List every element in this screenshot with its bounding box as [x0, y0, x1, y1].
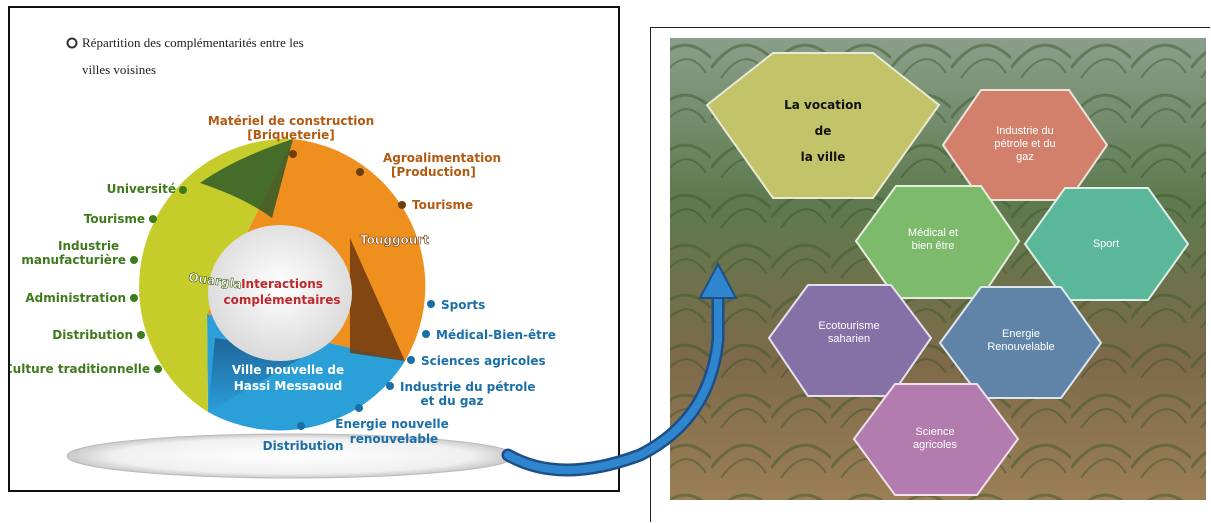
- hassi-item-4: Industrie du pétrole: [400, 380, 536, 394]
- header-bullet-icon: [66, 37, 78, 49]
- hassi-item-4b: et du gaz: [420, 394, 483, 408]
- hex-ecotourisme-line-1: Ecotourisme: [818, 320, 879, 332]
- hassi-item-5b: renouvelable: [350, 432, 438, 446]
- center-circle: [208, 225, 352, 361]
- ouargla-item-4: Administration: [25, 291, 126, 305]
- hassi-dot-2: [422, 330, 430, 338]
- hassi-dot-6: [297, 422, 305, 430]
- hassi-dot-4: [386, 382, 394, 390]
- ouargla-fold: [200, 139, 293, 218]
- header-line-1: Répartition des complémentarités entre l…: [82, 35, 304, 50]
- hex-vocation-line-3: la ville: [801, 150, 846, 164]
- center-label-2: complémentaires: [223, 293, 340, 307]
- ouargla-dot-2: [149, 215, 157, 223]
- touggourt-item-1b: [Briqueterie]: [247, 128, 334, 142]
- hex-industrie-line-3: gaz: [1016, 151, 1034, 163]
- hassi-label-1: Ville nouvelle de: [232, 363, 344, 377]
- hassi-item-6: Distribution: [263, 439, 344, 453]
- hexagon-ecotourisme: [767, 284, 933, 397]
- hassi-item-3: Sciences agricoles: [421, 354, 546, 368]
- ouargla-item-3b: manufacturière: [21, 253, 126, 267]
- right-diagram-panel: La vocation de la ville Industrie du pét…: [650, 27, 1210, 522]
- hex-science-line-1: Science: [915, 426, 954, 438]
- header-line-2: villes voisines: [82, 62, 156, 77]
- ouargla-item-1: Université: [107, 182, 176, 196]
- ouargla-item-5: Distribution: [52, 328, 133, 342]
- touggourt-item-2b: [Production]: [391, 165, 476, 179]
- hexagon-science: [852, 383, 1020, 496]
- hassi-label-2: Hassi Messaoud: [234, 379, 343, 393]
- touggourt-dot-1: [289, 150, 297, 158]
- ouargla-item-6: Culture traditionnelle: [10, 362, 150, 376]
- hexagon-vocation: [705, 52, 941, 199]
- hex-medical-line-1: Médical et: [908, 227, 958, 239]
- touggourt-label: Touggourt: [360, 233, 429, 247]
- ouargla-dot-6: [154, 365, 162, 373]
- hex-medical-line-2: bien être: [912, 240, 955, 252]
- complementarity-diagram: Répartition des complémentarités entre l…: [10, 35, 556, 479]
- hex-vocation-line-1: La vocation: [784, 98, 862, 112]
- hex-energie-line-2: Renouvelable: [987, 341, 1054, 353]
- hex-industrie-line-2: pétrole et du: [994, 138, 1055, 150]
- hex-sport-line-1: Sport: [1093, 238, 1119, 250]
- hassi-dot-1: [427, 300, 435, 308]
- hex-industrie-line-1: Industrie du: [996, 125, 1053, 137]
- touggourt-dot-2: [356, 168, 364, 176]
- hex-science-line-2: agricoles: [913, 439, 958, 451]
- hassi-dot-5: [355, 404, 363, 412]
- ouargla-dot-3: [130, 256, 138, 264]
- touggourt-item-2: Agroalimentation: [383, 151, 501, 165]
- hex-energie-line-1: Energie: [1002, 328, 1040, 340]
- ouargla-item-2: Tourisme: [84, 212, 145, 226]
- hex-ecotourisme-line-2: saharien: [828, 333, 870, 345]
- hassi-item-1: Sports: [441, 298, 485, 312]
- center-label-1: Interactions: [241, 277, 323, 291]
- vocation-hexagons: La vocation de la ville Industrie du pét…: [670, 38, 1206, 500]
- ouargla-item-3: Industrie: [58, 239, 119, 253]
- touggourt-item-1: Matériel de construction: [208, 114, 374, 128]
- touggourt-dot-3: [398, 201, 406, 209]
- touggourt-item-3: Tourisme: [412, 198, 473, 212]
- hex-vocation-line-2: de: [815, 124, 832, 138]
- ouargla-dot-5: [137, 331, 145, 339]
- hassi-item-5: Energie nouvelle: [335, 417, 448, 431]
- hassi-dot-3: [407, 356, 415, 364]
- left-diagram-panel: Répartition des complémentarités entre l…: [8, 6, 620, 492]
- ouargla-dot-1: [179, 186, 187, 194]
- touggourt-fold: [350, 238, 405, 361]
- hassi-item-2: Médical-Bien-être: [436, 328, 556, 342]
- ouargla-dot-4: [130, 294, 138, 302]
